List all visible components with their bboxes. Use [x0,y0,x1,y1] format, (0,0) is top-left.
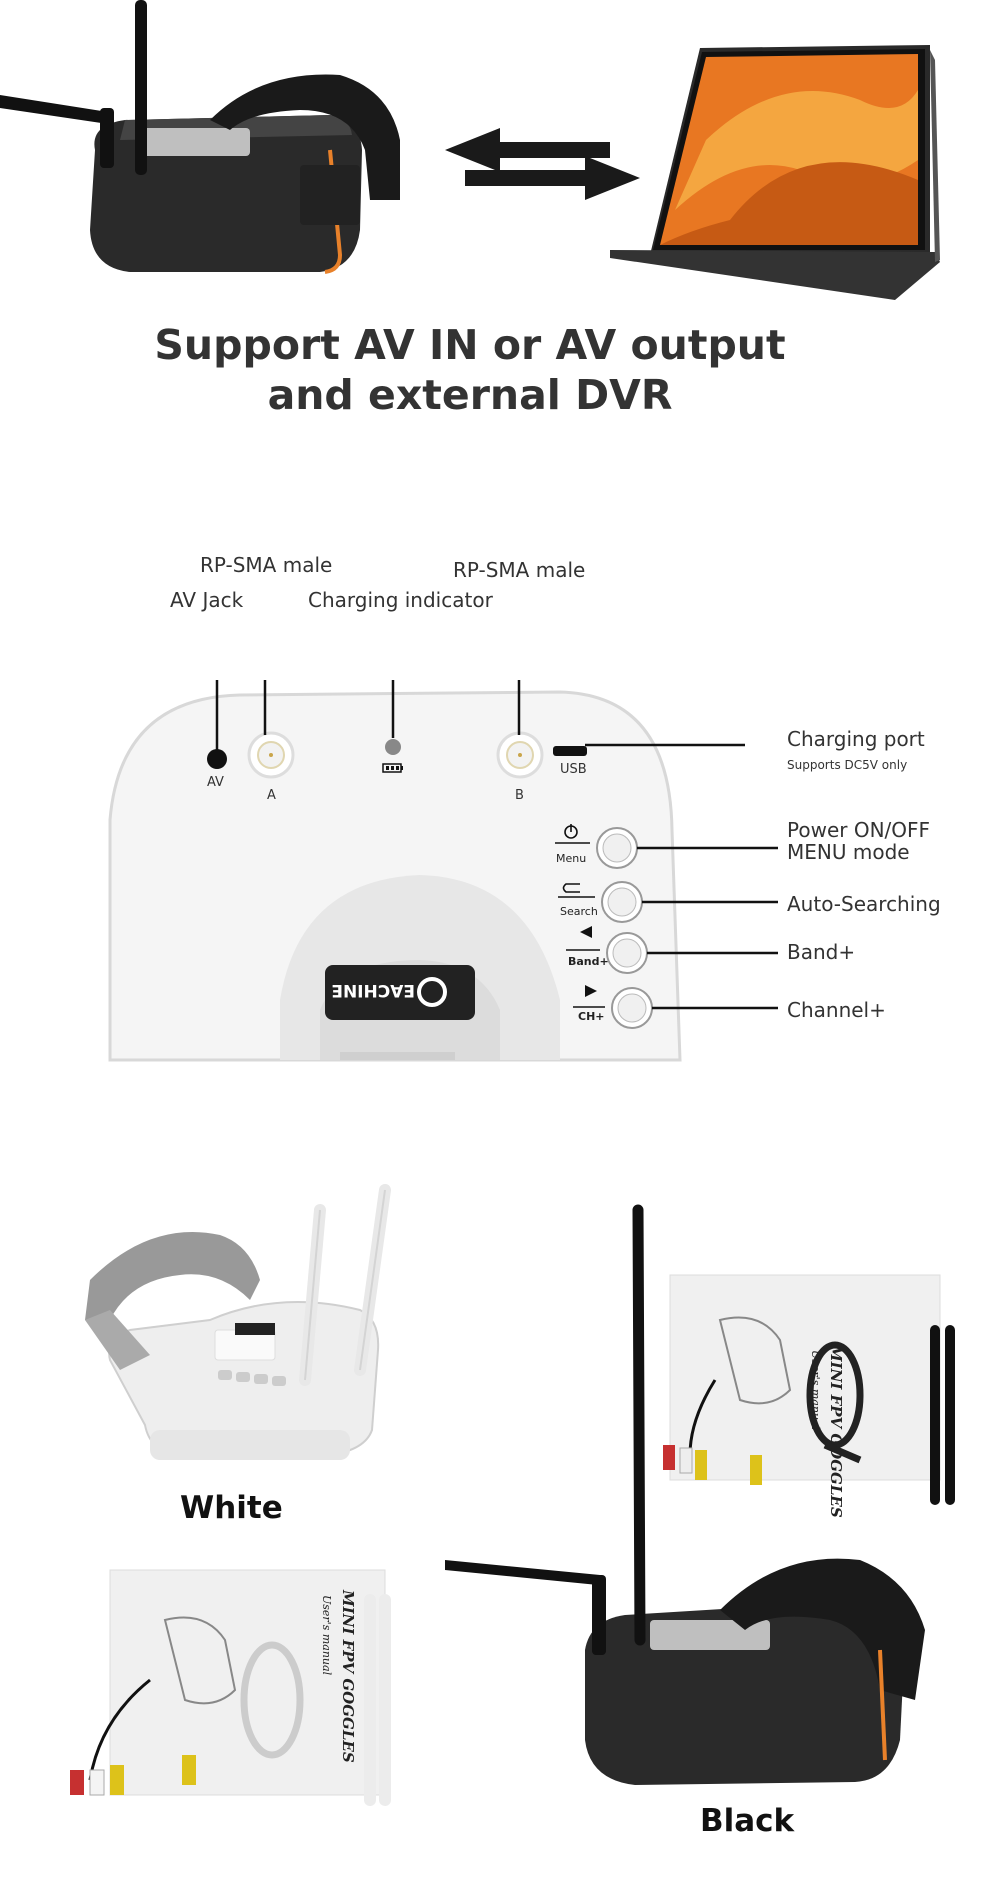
portable-monitor [610,45,940,300]
av-jack-port [207,749,227,769]
label-charging-port: Charging port [787,727,925,751]
panel-b: B [515,788,524,803]
headline-line-2: and external DVR [267,371,673,419]
search-loop-icon [562,883,580,893]
menu-button [596,827,638,869]
battery-icon [382,763,403,773]
black-goggles-top [0,0,400,274]
headline-line-1: Support AV IN or AV output [154,321,786,369]
variant-black-label: Black [700,1803,795,1839]
band-arrow-icon [580,926,592,938]
black-manual-subtitle: User's manual [809,1350,822,1431]
white-manual-title: MINI FPV GOGGLES [339,1590,357,1763]
label-band: Band+ [787,940,856,964]
channel-arrow-icon [585,985,597,997]
label-menu-mode: MENU mode [787,840,910,864]
panel-logo: EACHINE [331,980,415,1000]
search-button [601,881,643,923]
white-manual-subtitle: User's manual [320,1595,333,1676]
panel-band: Band+ [568,955,609,968]
black-manual-title: MINI FPV GOGGLES [827,1345,845,1518]
panel-menu: Menu [556,852,587,865]
variants-illustration [70,1184,955,1806]
panel-ch: CH+ [578,1010,605,1023]
black-goggles-bottom [445,1204,925,1785]
label-charging-port-note: Supports DC5V only [787,758,908,772]
usb-port [553,746,587,756]
band-button [606,932,648,974]
label-channel: Channel+ [787,998,886,1022]
label-rp-sma-b: RP-SMA male [453,558,586,582]
panel-search: Search [560,905,598,918]
bidirectional-arrows [445,128,640,200]
white-goggles [85,1184,391,1460]
panel-av: AV [207,775,224,790]
label-av-jack: AV Jack [170,588,244,612]
label-rp-sma-a: RP-SMA male [200,553,333,577]
panel-usb: USB [560,762,587,777]
label-charging-indicator: Charging indicator [308,588,493,612]
channel-button [611,987,653,1029]
white-kit-manual [70,1569,391,1806]
av-illustration [0,0,940,300]
panel-a: A [267,788,276,803]
variant-white-label: White [180,1490,283,1526]
goggle-panel [108,680,778,1062]
gear-icon [417,977,447,1007]
label-auto-searching: Auto-Searching [787,892,941,916]
label-power: Power ON/OFF [787,818,931,842]
black-kit-manual [663,1274,955,1505]
charging-led [385,739,401,755]
